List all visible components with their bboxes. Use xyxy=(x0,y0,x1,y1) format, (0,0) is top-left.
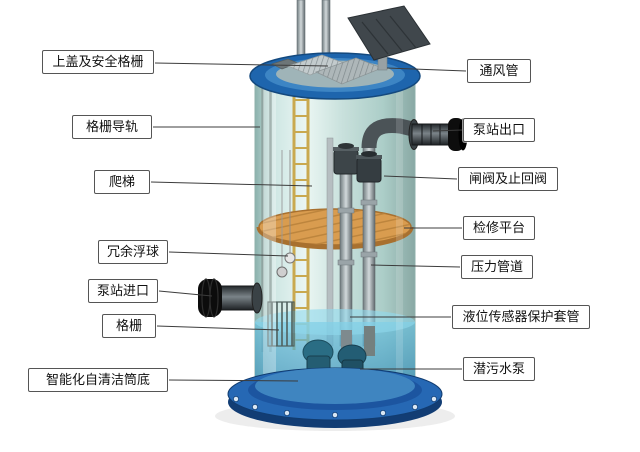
label-pump-station-inlet: 泵站进口 xyxy=(88,279,158,303)
label-submersible-pump: 潜污水泵 xyxy=(463,357,535,381)
safety-grille-panels xyxy=(271,54,384,85)
label-redundant-float-ball: 冗余浮球 xyxy=(98,240,168,264)
leader-pressure-pipe xyxy=(370,264,461,268)
leader-valves xyxy=(383,175,458,180)
leader-lines xyxy=(150,62,467,382)
leader-inlet xyxy=(158,290,213,297)
leader-grille xyxy=(156,325,280,331)
label-self-cleaning-bottom: 智能化自清洁筒底 xyxy=(28,368,168,392)
label-grille-guide-rail: 格栅导轨 xyxy=(72,115,152,139)
hatch-cover xyxy=(347,5,431,61)
inlet-pipe xyxy=(198,278,263,318)
label-gate-and-check-valve: 闸阀及止回阀 xyxy=(458,167,558,191)
submersible-pumps xyxy=(302,326,375,374)
glass-highlights xyxy=(263,84,403,378)
leader-vent xyxy=(386,67,467,72)
label-ladder: 爬梯 xyxy=(94,170,150,194)
label-grille: 格栅 xyxy=(102,314,156,338)
bolt-holes xyxy=(233,396,437,418)
leader-outlet xyxy=(432,129,463,132)
base-flange xyxy=(227,367,443,428)
leader-float xyxy=(168,251,289,257)
label-maintenance-platform: 检修平台 xyxy=(463,216,535,240)
label-top-cover-and-safety-grille: 上盖及安全格栅 xyxy=(42,50,154,74)
leader-top-cover xyxy=(154,62,329,67)
top-cover xyxy=(249,51,421,100)
pressure-pipes xyxy=(337,139,378,347)
label-ventilation-pipe: 通风管 xyxy=(467,59,531,83)
inlet-grille xyxy=(267,301,295,347)
gate-and-check-valves xyxy=(333,118,415,183)
leader-bottom xyxy=(168,379,299,382)
leader-ladder xyxy=(150,181,313,187)
outlet-pipe xyxy=(408,118,468,151)
label-pressure-pipe: 压力管道 xyxy=(461,255,533,279)
label-level-sensor-sleeve: 液位传感器保护套管 xyxy=(452,305,590,329)
label-pump-station-outlet: 泵站出口 xyxy=(463,118,535,142)
tank-interior xyxy=(255,88,415,405)
